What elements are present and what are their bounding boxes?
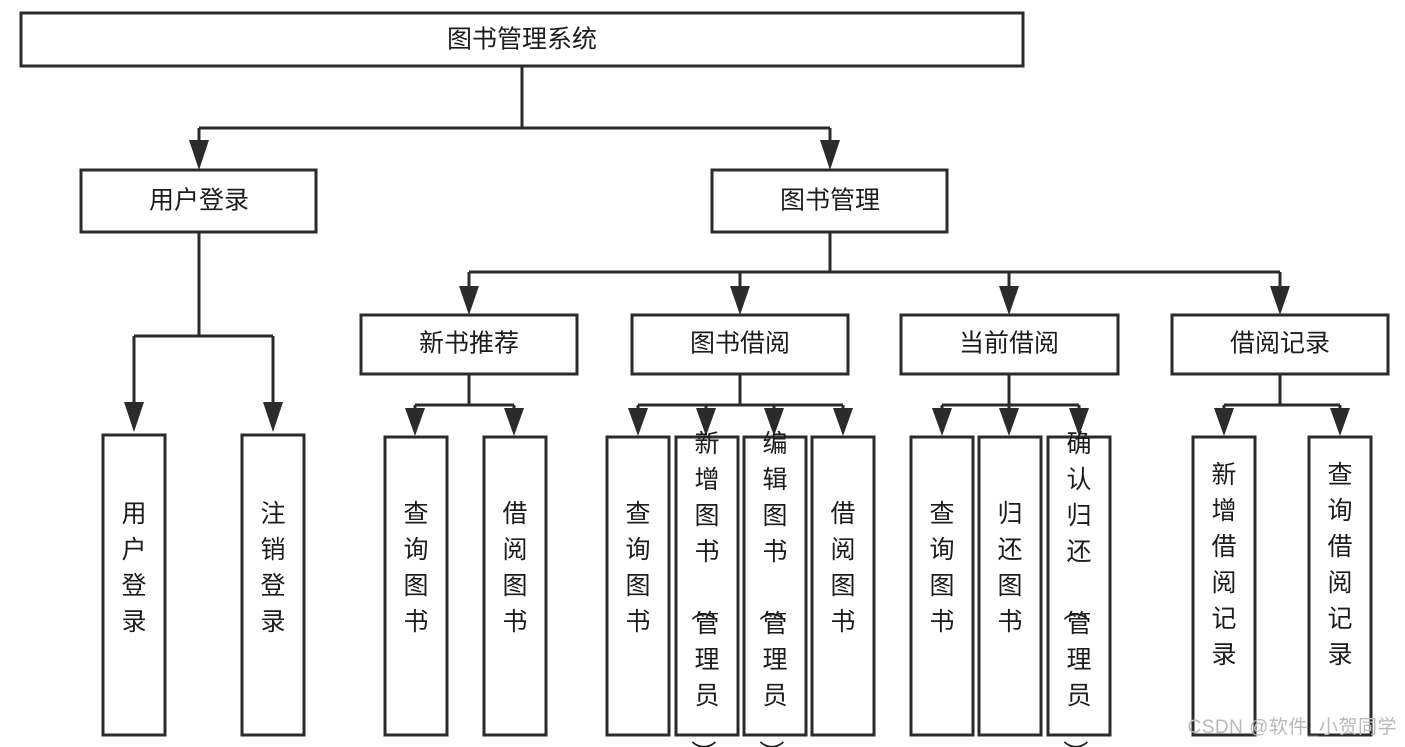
node-leaf-add-record-label: 新增借阅记录 xyxy=(1211,461,1236,669)
arrow-head-user-login xyxy=(189,140,209,170)
node-leaf-return-book-label: 归还图书 xyxy=(997,500,1022,636)
node-leaf-borrow-book-1-box[interactable] xyxy=(482,435,548,737)
arrow-head-leaf-query-record xyxy=(1330,408,1350,436)
node-leaf-edit-book-label: 编辑图书（管理员） xyxy=(756,430,787,747)
arrow-head-borrow-record xyxy=(1270,286,1290,315)
node-leaf-confirm-return-label: 确认归还（管理员） xyxy=(1060,430,1091,747)
node-book-manage[interactable]: 图书管理 xyxy=(710,168,949,234)
node-leaf-borrow-book-2[interactable]: 借阅图书 xyxy=(810,435,876,737)
node-book-borrow-box[interactable] xyxy=(630,313,850,376)
arrow-head-current-borrow xyxy=(999,286,1019,315)
node-new-book-recommend-box[interactable] xyxy=(359,313,579,376)
arrow-head-leaf-borrow-book-2 xyxy=(833,408,853,436)
node-user-login-label: 用户登录 xyxy=(149,187,249,215)
node-current-borrow[interactable]: 当前借阅 xyxy=(899,313,1120,376)
node-user-login-box[interactable] xyxy=(79,168,318,234)
node-borrow-record-label: 借阅记录 xyxy=(1230,330,1330,358)
node-leaf-borrow-book-2-box[interactable] xyxy=(810,435,876,737)
node-leaf-logout-login-label: 注销登录 xyxy=(260,500,285,636)
arrow-head-leaf-user-login xyxy=(124,402,144,432)
arrow-head-leaf-query-book-3 xyxy=(932,408,952,436)
node-leaf-query-book-2-label: 查询图书 xyxy=(625,500,650,636)
node-user-login[interactable]: 用户登录 xyxy=(79,168,318,234)
node-leaf-query-book-1[interactable]: 查询图书 xyxy=(383,435,449,737)
node-leaf-confirm-return[interactable]: 确认归还（管理员） xyxy=(1046,430,1112,747)
node-leaf-query-book-3[interactable]: 查询图书 xyxy=(909,435,975,737)
node-current-borrow-box[interactable] xyxy=(899,313,1120,376)
node-leaf-query-record-label: 查询借阅记录 xyxy=(1327,461,1352,669)
node-leaf-query-book-2[interactable]: 查询图书 xyxy=(605,435,671,737)
node-borrow-record-box[interactable] xyxy=(1170,313,1390,376)
node-book-borrow[interactable]: 图书借阅 xyxy=(630,313,850,376)
node-leaf-add-book[interactable]: 新增图书（管理员） xyxy=(674,430,740,747)
connector-group xyxy=(124,66,1350,436)
arrow-head-leaf-edit-book xyxy=(764,408,784,436)
node-leaf-query-book-3-label: 查询图书 xyxy=(929,500,954,636)
node-new-book-recommend-label: 新书推荐 xyxy=(419,330,519,358)
arrow-head-book-manage xyxy=(820,140,840,170)
node-leaf-logout-login[interactable]: 注销登录 xyxy=(240,433,306,737)
node-leaf-edit-book-box[interactable] xyxy=(742,435,808,737)
node-leaf-query-book-1-label: 查询图书 xyxy=(403,500,428,636)
node-book-manage-box[interactable] xyxy=(710,168,949,234)
node-leaf-return-book[interactable]: 归还图书 xyxy=(977,435,1043,737)
node-leaf-query-book-2-box[interactable] xyxy=(605,435,671,737)
node-leaf-edit-book[interactable]: 编辑图书（管理员） xyxy=(742,430,808,747)
node-leaf-return-book-box[interactable] xyxy=(977,435,1043,737)
node-leaf-borrow-book-1[interactable]: 借阅图书 xyxy=(482,435,548,737)
node-leaf-user-login[interactable]: 用户登录 xyxy=(101,433,167,737)
arrow-head-leaf-query-book-1 xyxy=(405,408,425,436)
arrow-head-book-borrow xyxy=(730,286,750,315)
node-root-box[interactable] xyxy=(19,11,1025,68)
node-root-label: 图书管理系统 xyxy=(447,26,597,54)
arrow-head-leaf-query-book-2 xyxy=(628,408,648,436)
arrow-head-new-book-recommend xyxy=(459,286,479,315)
node-leaf-borrow-book-1-label: 借阅图书 xyxy=(502,500,527,636)
arrow-head-leaf-borrow-book-1 xyxy=(504,408,524,436)
node-leaf-confirm-return-box[interactable] xyxy=(1046,435,1112,737)
arrow-head-leaf-add-record xyxy=(1214,408,1234,436)
node-leaf-query-record-box[interactable] xyxy=(1307,435,1373,737)
arrow-head-leaf-confirm-return xyxy=(1069,408,1089,436)
node-leaf-user-login-box[interactable] xyxy=(101,433,167,737)
node-leaf-add-book-box[interactable] xyxy=(674,435,740,737)
arrow-head-leaf-return-book xyxy=(999,408,1019,436)
node-borrow-record[interactable]: 借阅记录 xyxy=(1170,313,1390,376)
node-new-book-recommend[interactable]: 新书推荐 xyxy=(359,313,579,376)
node-book-manage-label: 图书管理 xyxy=(780,187,880,215)
node-current-borrow-label: 当前借阅 xyxy=(959,330,1059,358)
node-leaf-add-record-box[interactable] xyxy=(1191,435,1257,737)
node-leaf-add-record[interactable]: 新增借阅记录 xyxy=(1191,435,1257,737)
arrow-head-leaf-add-book xyxy=(696,408,716,436)
node-leaf-add-book-label: 新增图书（管理员） xyxy=(688,430,719,747)
node-leaf-borrow-book-2-label: 借阅图书 xyxy=(830,500,855,636)
node-leaf-query-book-3-box[interactable] xyxy=(909,435,975,737)
node-book-borrow-label: 图书借阅 xyxy=(690,330,790,358)
arrow-head-leaf-logout-login xyxy=(263,402,283,432)
node-leaf-query-record[interactable]: 查询借阅记录 xyxy=(1307,435,1373,737)
node-leaf-logout-login-box[interactable] xyxy=(240,433,306,737)
node-leaf-query-book-1-box[interactable] xyxy=(383,435,449,737)
node-leaf-user-login-label: 用户登录 xyxy=(121,500,146,636)
node-root[interactable]: 图书管理系统 xyxy=(19,11,1025,68)
